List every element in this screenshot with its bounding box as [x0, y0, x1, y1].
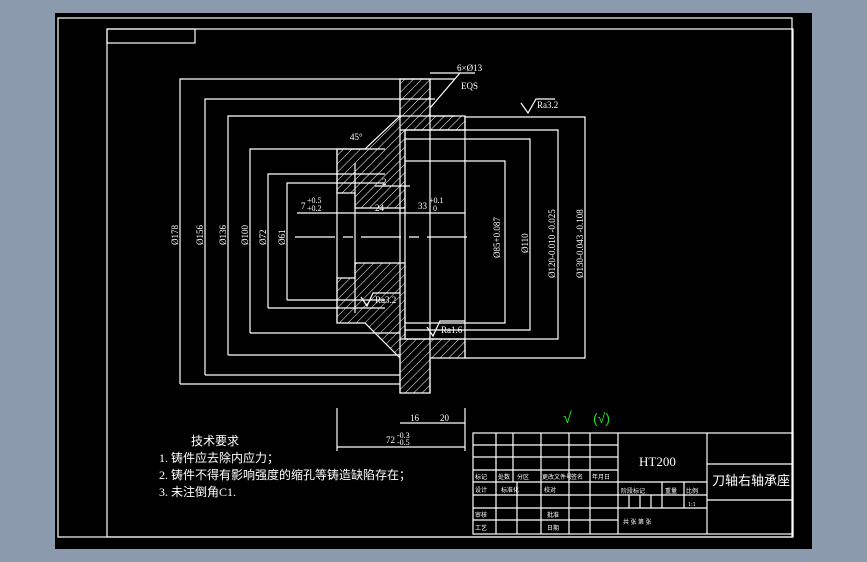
- dim-136: Ø136: [218, 225, 228, 245]
- dim-33-tol-up: +0.1: [429, 196, 444, 205]
- rev-header-1: 处数: [498, 473, 510, 481]
- role-process: 工艺: [475, 524, 487, 532]
- dim-110: Ø110: [520, 233, 530, 253]
- tech-requirement-1: 1. 铸件应去除内应力；: [159, 451, 280, 465]
- right-diameter-lines: [400, 116, 586, 359]
- rev-header-2: 分区: [517, 473, 529, 481]
- approval-date: 日期: [547, 524, 559, 532]
- dim-33-tol-dn: 0: [433, 204, 437, 213]
- stage-mark-label: 阶段标记: [621, 487, 645, 495]
- scale-label: 比例: [686, 487, 698, 495]
- weight-label: 重量: [665, 487, 677, 495]
- part-section: [336, 78, 466, 394]
- roughness-symbol-inner: [360, 292, 400, 308]
- dim-7: 7: [301, 201, 306, 211]
- dim-130: Ø130-0.043 -0.108: [575, 209, 585, 278]
- roughness-top: Ra3.2: [537, 100, 558, 110]
- roughness-bore: Ra1.6: [441, 325, 463, 335]
- drawing-sheet: Ø178 Ø156 Ø136 Ø100 Ø72 Ø61 Ø85+0.087 Ø1…: [55, 13, 812, 549]
- dim-groove: 2: [382, 177, 387, 187]
- role-review: 审核: [475, 511, 487, 519]
- approval-approve: 批准: [547, 511, 559, 519]
- dim-120: Ø120-0.010 -0.025: [547, 209, 557, 278]
- role-standard: 标准化: [501, 486, 519, 494]
- tech-requirement-3: 3. 未注倒角C1.: [159, 485, 237, 499]
- roughness-inner: Ra3.2: [375, 295, 396, 305]
- roughness-symbol-bore: [426, 320, 465, 338]
- dim-72: Ø72: [258, 230, 268, 246]
- dim-85: Ø85+0.087: [492, 217, 502, 258]
- dim-eqs: EQS: [461, 81, 478, 91]
- dim-72-len: 72: [386, 435, 395, 445]
- dim-20: 20: [440, 413, 450, 423]
- dim-33: 33: [418, 201, 428, 211]
- rev-header-4: 签名: [571, 473, 583, 481]
- roughness-symbol-top: [520, 98, 555, 115]
- role-design: 设计: [475, 486, 487, 494]
- corner-code-box: [106, 28, 196, 44]
- check-mark-parenthesized: (√): [593, 410, 610, 426]
- dim-72-tol-dn: -0.5: [397, 438, 410, 447]
- dim-178: Ø178: [170, 225, 180, 245]
- title-block: [472, 432, 794, 535]
- rev-header-3: 更改文件号: [542, 473, 572, 481]
- dim-61: Ø61: [277, 230, 287, 246]
- dim-100: Ø100: [240, 225, 250, 245]
- dim-156: Ø156: [195, 225, 205, 245]
- approval-check: 校对: [544, 486, 556, 494]
- check-mark: √: [563, 410, 572, 427]
- tech-requirement-2: 2. 铸件不得有影响强度的缩孔等铸造缺陷存在；: [159, 468, 412, 482]
- dim-angle: 45°: [350, 132, 363, 142]
- dim-7-tol-up: +0.5: [307, 196, 322, 205]
- dim-7-tol-dn: +0.2: [307, 204, 322, 213]
- dim-holes: 6×Ø13: [457, 63, 483, 73]
- inner-border: [106, 28, 794, 538]
- scale-value: 1:1: [688, 502, 696, 508]
- dim-16: 16: [410, 413, 420, 423]
- dim-72-tol-up: -0.3: [397, 431, 410, 440]
- material-label: HT200: [639, 454, 676, 469]
- drawing-canvas: Ø178 Ø156 Ø136 Ø100 Ø72 Ø61 Ø85+0.087 Ø1…: [57, 17, 794, 538]
- part-name: 刀轴右轴承座: [712, 473, 790, 488]
- rev-header-5: 年月日: [592, 473, 610, 481]
- dim-24: 24: [375, 203, 385, 213]
- tech-requirements-title: 技术要求: [191, 434, 240, 448]
- rev-header-0: 标记: [475, 473, 487, 481]
- sheet-count: 共 张 第 张: [623, 518, 652, 526]
